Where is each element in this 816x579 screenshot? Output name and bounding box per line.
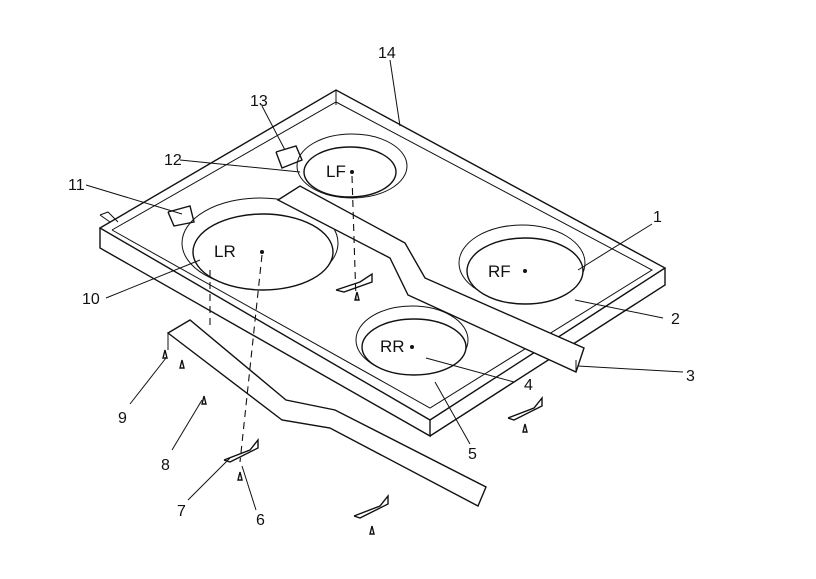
callout-4: 4 xyxy=(524,377,533,394)
callout-13: 13 xyxy=(250,93,268,110)
burner-rr xyxy=(355,305,469,376)
burner-label-lf: LF xyxy=(326,162,346,181)
callout-3: 3 xyxy=(686,368,695,385)
callout-14: 14 xyxy=(378,45,396,62)
burner-label-lr: LR xyxy=(214,242,236,261)
clips xyxy=(167,145,543,519)
burner-label-rf: RF xyxy=(488,262,511,281)
burner-label-rr: RR xyxy=(380,337,405,356)
upper-bracket xyxy=(276,185,585,373)
callout-10: 10 xyxy=(82,291,100,308)
burner-lr xyxy=(181,197,339,291)
screws xyxy=(162,291,528,535)
callout-1: 1 xyxy=(653,209,662,226)
burner-rf xyxy=(458,224,586,305)
callout-9: 9 xyxy=(118,410,127,427)
leader-lines xyxy=(85,59,684,511)
callout-5: 5 xyxy=(468,446,477,463)
lower-bracket xyxy=(166,319,487,507)
callout-11: 11 xyxy=(68,177,85,194)
callout-12: 12 xyxy=(164,152,182,169)
callout-8: 8 xyxy=(161,457,170,474)
callout-6: 6 xyxy=(256,512,265,529)
burner-lf xyxy=(296,133,408,199)
callout-7: 7 xyxy=(177,503,186,520)
assembly-lines xyxy=(209,175,357,463)
callout-2: 2 xyxy=(671,311,680,328)
